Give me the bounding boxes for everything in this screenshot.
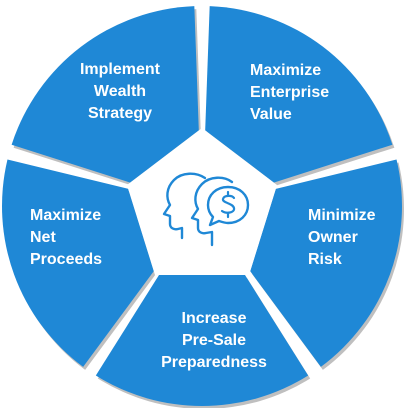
segment-label-increase-pre-sale-preparedness: Increase Pre-Sale Preparedness xyxy=(161,310,267,371)
segment-label-minimize-owner-risk: Minimize Owner Risk xyxy=(308,207,376,268)
segment-label-line: Risk xyxy=(308,251,342,268)
segment-label-line: Enterprise xyxy=(250,84,329,101)
segment-label-line: Wealth xyxy=(94,83,146,100)
segment-maximize-net-proceeds xyxy=(1,159,154,367)
segment-minimize-owner-risk xyxy=(250,159,402,367)
segment-increase-pre-sale-preparedness xyxy=(95,275,309,406)
segment-group xyxy=(1,6,404,408)
segment-label-line: Preparedness xyxy=(161,354,267,371)
segment-label-line: Value xyxy=(250,106,292,123)
segment-label-line: Maximize xyxy=(250,62,321,79)
segment-label-implement-wealth-strategy: Implement Wealth Strategy xyxy=(80,61,161,122)
segment-label-line: Owner xyxy=(308,229,358,246)
segment-label-line: Implement xyxy=(80,61,161,78)
segment-implement-wealth-strategy xyxy=(11,6,199,183)
segment-label-line: Increase xyxy=(182,310,247,327)
segment-label-line: Net xyxy=(30,229,56,246)
segment-label-line: Maximize xyxy=(30,207,101,224)
segment-label-line: Proceeds xyxy=(30,251,102,268)
segment-label-maximize-net-proceeds: Maximize Net Proceeds xyxy=(30,207,102,268)
head-dollar-thought-icon xyxy=(162,172,250,247)
segment-label-line: Pre-Sale xyxy=(182,332,246,349)
segment-label-maximize-enterprise-value: Maximize Enterprise Value xyxy=(250,62,329,123)
segment-label-line: Minimize xyxy=(308,207,376,224)
center-pentagon xyxy=(127,128,277,275)
segment-maximize-enterprise-value xyxy=(205,6,393,183)
segment-label-line: Strategy xyxy=(88,105,152,122)
